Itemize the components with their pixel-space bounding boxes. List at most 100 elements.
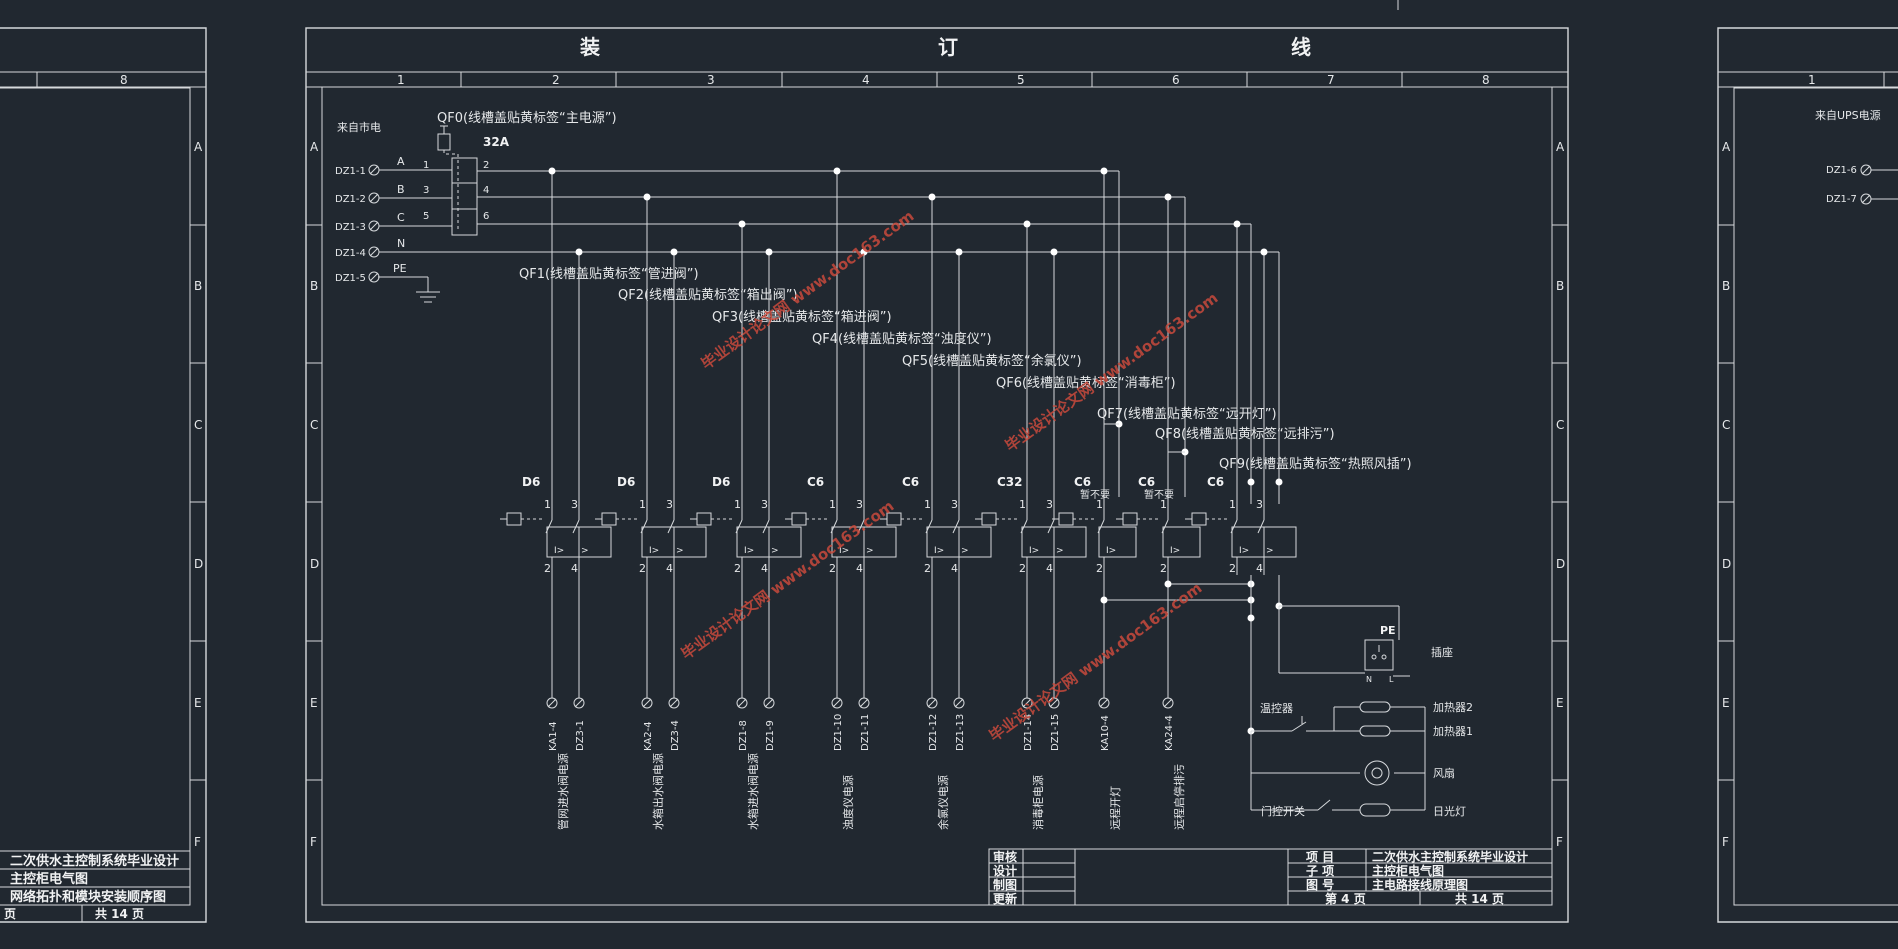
- door-switch-label: 门控开关: [1261, 804, 1305, 818]
- breaker-arrow: I>: [934, 546, 944, 556]
- svg-text:C: C: [194, 418, 202, 432]
- row-label-right: A: [1556, 140, 1565, 154]
- output-terminal-label: DZ1-12: [928, 714, 939, 751]
- output-terminal: [953, 697, 965, 709]
- row-label-left: B: [310, 279, 318, 293]
- pole-bottom-term: 2: [639, 562, 646, 575]
- left-title-1: 二次供水主控制系统毕业设计: [10, 853, 179, 869]
- trip-coil: [981, 512, 997, 526]
- project-name: 二次供水主控制系统毕业设计: [1372, 849, 1528, 864]
- svg-text:F: F: [194, 835, 201, 849]
- junction-dot: [1247, 614, 1255, 622]
- sub-project: 主控柜电气图: [1372, 863, 1444, 878]
- right-sheet: 1 A B C D E F 来自UPS电源 DZ1-6 DZ1-7: [1397, 0, 1898, 923]
- pe-label: PE: [1380, 624, 1396, 637]
- svg-text:2: 2: [483, 160, 489, 171]
- column-label: 1: [397, 73, 405, 87]
- breaker-arrow: >: [581, 546, 589, 556]
- ups-terminal-1: DZ1-6: [1826, 165, 1857, 176]
- pole-top-term: 3: [1256, 498, 1263, 511]
- junction-dot: [670, 248, 678, 256]
- breaker-arrow: >: [1056, 546, 1064, 556]
- output-terminal: [1162, 697, 1174, 709]
- breaker-label-qf6: QF6(线槽盖贴黄标签“消毒柜”): [996, 375, 1176, 391]
- junction-dot: [1023, 220, 1031, 228]
- breaker-rating: C6: [902, 475, 919, 489]
- pole-top-term: 1: [829, 498, 836, 511]
- left-sheet: 8 A B C D E F 二次供水主控制系统毕业设计 主控柜电气图 网络拓扑和…: [0, 27, 207, 923]
- output-description: 水箱进水阀电源: [746, 753, 760, 830]
- pole-bottom-term: 2: [734, 562, 741, 575]
- column-label: 5: [1017, 73, 1025, 87]
- output-terminal: [736, 697, 748, 709]
- junction-dot: [738, 220, 746, 228]
- junction-dot: [548, 167, 556, 175]
- phase-label: C: [397, 211, 405, 224]
- input-terminal-label: DZ1-2: [335, 194, 366, 205]
- pole-bottom-term: 2: [1096, 562, 1103, 575]
- pole-top-term: 1: [1019, 498, 1026, 511]
- row-label-left: D: [310, 557, 319, 571]
- output-terminal-label: DZ1-14: [1023, 714, 1034, 751]
- output-terminal-label: DZ1-11: [860, 714, 871, 751]
- pole-bottom-term: 2: [1160, 562, 1167, 575]
- heater2-label: 加热器2: [1433, 701, 1473, 714]
- column-label: 3: [707, 73, 715, 87]
- pole-top-term: 3: [666, 498, 673, 511]
- left-sheet-column: 8: [120, 73, 128, 87]
- input-terminal-label: DZ1-5: [335, 273, 366, 284]
- breaker-note: 暂不要: [1080, 489, 1110, 501]
- row-label-left: A: [310, 140, 319, 154]
- breaker-arrow: I>: [554, 546, 564, 556]
- pole-bottom-term: 2: [924, 562, 931, 575]
- output-terminal-label: DZ1-9: [765, 720, 776, 751]
- trip-coil: [1122, 512, 1138, 526]
- svg-text:4: 4: [483, 185, 489, 196]
- svg-text:N: N: [1366, 675, 1372, 684]
- column-label: 2: [552, 73, 560, 87]
- junction-dot: [643, 193, 651, 201]
- output-description: 消毒柜电源: [1031, 775, 1045, 830]
- pole-bottom-term: 4: [1046, 562, 1053, 575]
- breaker-label-qf7: QF7(线槽盖贴黄标签“远开灯”): [1097, 406, 1277, 422]
- svg-text:5: 5: [423, 211, 429, 222]
- phase-label: N: [397, 237, 405, 250]
- svg-text:E: E: [1722, 696, 1730, 710]
- pole-top-term: 3: [856, 498, 863, 511]
- junction-dot: [955, 248, 963, 256]
- breaker-arrow: >: [866, 546, 874, 556]
- svg-text:A: A: [194, 140, 203, 154]
- pole-top-term: 1: [639, 498, 646, 511]
- column-label: 8: [1482, 73, 1490, 87]
- junction-dot: [575, 248, 583, 256]
- pole-top-term: 1: [544, 498, 551, 511]
- svg-text:审核: 审核: [993, 849, 1017, 864]
- output-terminal: [926, 697, 938, 709]
- svg-text:B: B: [194, 279, 202, 293]
- output-terminal: [573, 697, 585, 709]
- pole-top-term: 1: [734, 498, 741, 511]
- trip-coil: [791, 512, 807, 526]
- junction-dot: [1260, 248, 1268, 256]
- left-footer-total: 共 14 页: [95, 906, 144, 921]
- junction-dot: [1164, 193, 1172, 201]
- junction-dot: [860, 248, 868, 256]
- page-number: 第 4 页: [1325, 891, 1366, 906]
- junction-dot: [928, 193, 936, 201]
- junction-dot: [1247, 478, 1255, 486]
- output-terminal: [668, 697, 680, 709]
- input-terminal-label: DZ1-4: [335, 248, 366, 259]
- phase-label: B: [397, 183, 405, 196]
- breaker-arrow: I>: [649, 546, 659, 556]
- source-label: 来自市电: [337, 120, 381, 134]
- breaker-arrow: I>: [1029, 546, 1039, 556]
- output-description: 浊度仪电源: [841, 775, 855, 830]
